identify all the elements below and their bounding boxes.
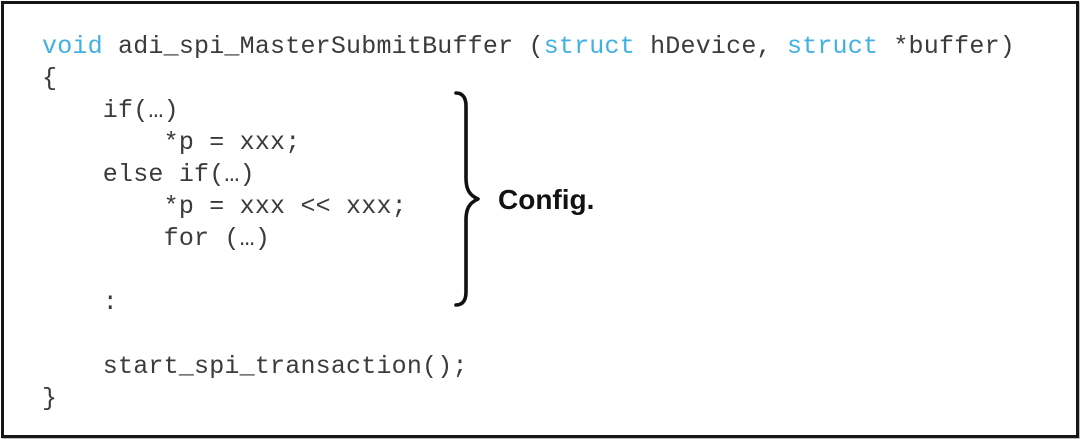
code-snippet: void adi_spi_MasterSubmitBuffer (struct …	[42, 31, 1015, 415]
code-line-blank	[42, 319, 1015, 351]
code-line-else-if: else if(…)	[42, 159, 1015, 191]
config-annotation-label: Config.	[498, 184, 595, 215]
code-token: for (…)	[42, 224, 271, 253]
right-curly-brace-icon	[454, 91, 480, 307]
code-line-colon-continuation: :	[42, 287, 1015, 319]
keyword-token: struct	[786, 32, 879, 61]
code-token: *p = xxx << xxx;	[42, 192, 407, 221]
code-token: }	[42, 384, 58, 413]
code-token: hDevice,	[634, 32, 787, 61]
code-line-for: for (…)	[42, 223, 1015, 255]
code-token: *buffer)	[878, 32, 1015, 61]
code-line-if: if(…)	[42, 95, 1015, 127]
code-token: :	[42, 288, 119, 317]
code-line-shift-assignment: *p = xxx << xxx;	[42, 191, 1015, 223]
code-token: adi_spi_MasterSubmitBuffer (	[102, 32, 544, 61]
keyword-token: struct	[543, 32, 635, 61]
code-token: {	[42, 64, 58, 93]
code-line-open-brace: {	[42, 63, 1015, 95]
code-line-start-transaction: start_spi_transaction();	[42, 351, 1015, 383]
code-token: *p = xxx;	[42, 128, 301, 157]
code-token: if(…)	[42, 96, 179, 125]
code-line-function-signature: void adi_spi_MasterSubmitBuffer (struct …	[42, 31, 1015, 63]
code-token: else if(…)	[42, 160, 255, 189]
code-line-blank	[42, 255, 1015, 287]
code-line-close-brace: }	[42, 383, 1015, 415]
code-line-assignment: *p = xxx;	[42, 127, 1015, 159]
code-token: start_spi_transaction();	[42, 352, 468, 381]
keyword-token: void	[42, 32, 103, 61]
